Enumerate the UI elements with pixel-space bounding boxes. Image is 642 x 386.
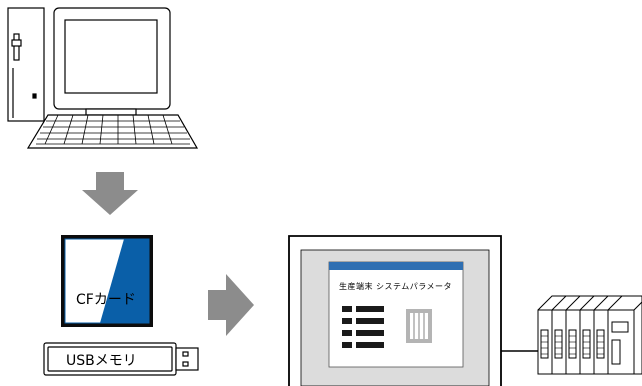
grid-icon [406,309,432,343]
usb-memory-label: USBメモリ [66,353,137,369]
desktop-computer-icon [7,7,171,122]
usb-memory [43,342,199,376]
arrow-down-icon [82,172,138,215]
cf-card [61,235,153,327]
list-icon [342,306,384,348]
screen-title: 生産端末 システムパラメータ [339,282,453,291]
cf-card-label: CFカード [76,292,136,308]
display-unit [288,235,502,386]
plc-rack-icon [537,295,642,375]
arrow-right-icon [208,274,254,336]
keyboard-icon [26,114,199,149]
